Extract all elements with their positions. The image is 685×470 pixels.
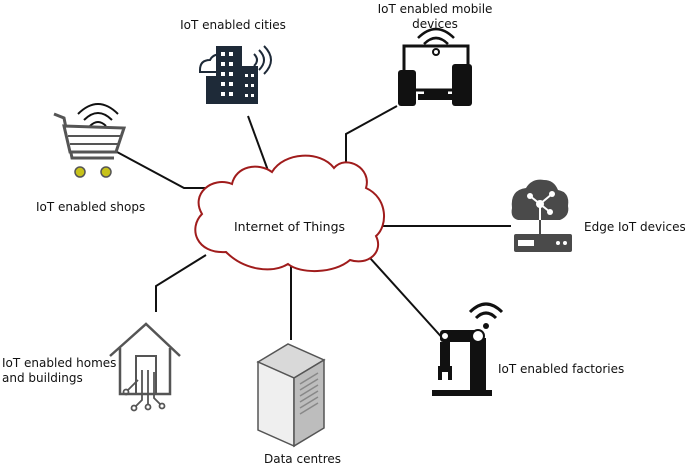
connector-cities: [247, 115, 271, 177]
edge-server-cloud-icon: [511, 179, 572, 252]
node-label-cities: IoT enabled cities: [180, 18, 286, 32]
connector-homes: [155, 254, 207, 312]
node-label-shops: IoT enabled shops: [36, 200, 146, 214]
server-box-icon: [256, 343, 326, 448]
shopping-cart-wifi-icon: [53, 103, 127, 178]
internet-of-things-label: Internet of Things: [234, 219, 346, 234]
internet-cloud-shape: [194, 154, 386, 273]
node-label-mobile: IoT enabled mobile devices: [377, 2, 493, 31]
smart-home-icon: [109, 322, 181, 412]
mobile-devices-wifi-icon: [398, 27, 472, 106]
robot-arm-wifi-icon: [432, 302, 504, 396]
node-label-edge: Edge IoT devices: [584, 220, 685, 234]
connector-factories: [369, 257, 447, 343]
node-label-factories: IoT enabled factories: [498, 362, 625, 376]
node-label-datacentres: Data centres: [264, 452, 342, 466]
connectors: [116, 105, 511, 343]
node-label-homes: IoT enabled homes and buildings: [2, 356, 117, 385]
city-buildings-wifi-icon: [199, 45, 272, 104]
